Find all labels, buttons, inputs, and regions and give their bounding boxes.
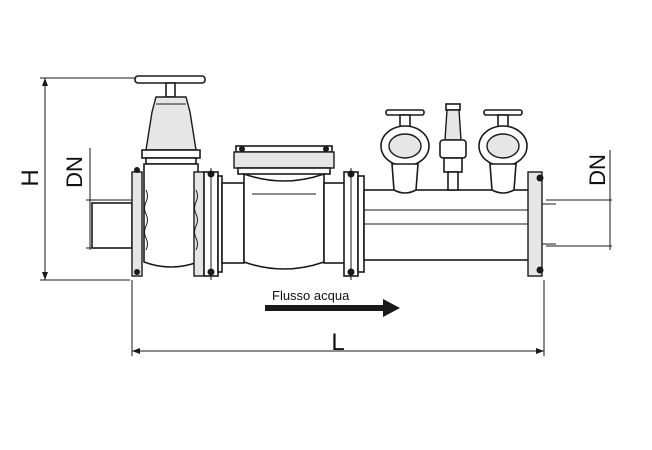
flow-label: Flusso acqua [272,288,350,303]
flow-arrow-icon [265,299,400,317]
dimension-dn-left-label: DN [62,156,87,188]
pipe-segment-1 [221,182,245,264]
inlet-pipe [91,202,133,249]
flange-joint-2 [343,168,365,280]
dimension-l-label: L [331,329,344,356]
pressure-reducer [439,103,467,191]
outlet-flange [527,171,556,277]
dimension-dn-right-label: DN [585,154,610,186]
dimension-dn-right: DN [546,150,612,250]
gate-valve [131,75,206,277]
hydrant-outlet-1 [380,109,430,194]
dimension-h: H [17,77,140,281]
hydrant-outlet-2 [478,109,528,194]
manifold-pipe [363,189,533,261]
strainer [233,145,335,270]
dimension-dn-left: DN [62,148,132,250]
dimension-l: L [131,280,545,356]
dimension-h-label: H [17,169,44,186]
handwheel-icon [134,75,206,84]
flange-joint-1 [203,168,223,280]
